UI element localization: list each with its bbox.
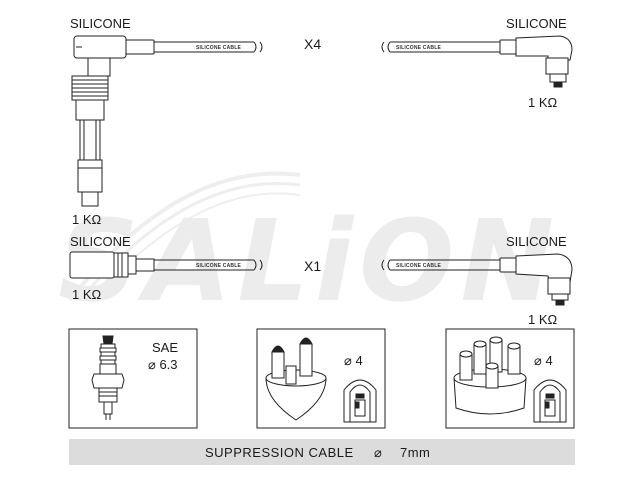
distributor-cap-icon-1 <box>265 337 327 421</box>
spark-plug-standard: SAE <box>152 340 178 355</box>
suppression-cable-banner: SUPPRESSION CABLE ⌀ 7mm <box>69 439 575 465</box>
spark-plug-icon <box>91 335 125 420</box>
terminal-section-icon-1 <box>343 379 377 423</box>
spark-plug-box: SAE ⌀ 6.3 <box>68 328 198 429</box>
lead-top-quantity: X4 <box>304 36 321 52</box>
lead-top-left-resistance: 1 KΩ <box>72 212 102 227</box>
lead-top-left-cable: SILICONE CABLE <box>154 41 263 53</box>
lead-top: SILICONE SILICONE X4 1 KΩ <box>70 16 573 227</box>
lead-top-right-label: SILICONE <box>506 16 567 31</box>
lead-top-right-resistance: 1 KΩ <box>528 95 558 110</box>
lead-bottom: SILICONE SILICONE X1 1 KΩ SILICONE CABLE <box>69 234 573 327</box>
lead-bottom-quantity: X1 <box>304 258 321 274</box>
lead-top-left-cable-print: SILICONE CABLE <box>196 45 241 51</box>
lead-top-right-boot <box>499 35 573 88</box>
lead-top-left-label: SILICONE <box>70 16 131 31</box>
lead-bottom-left-boot <box>69 251 155 279</box>
lead-top-right-cable: SILICONE CABLE <box>381 41 500 53</box>
distributor-cap-1-diameter: ⌀ 4 <box>344 353 363 368</box>
banner-label: SUPPRESSION CABLE <box>205 445 354 460</box>
watermark: SALiON <box>58 171 554 327</box>
lead-bottom-right-label: SILICONE <box>506 234 567 249</box>
banner-diameter-symbol: ⌀ <box>374 445 382 460</box>
lead-bottom-right-boot <box>499 253 573 306</box>
lead-bottom-right-cable: SILICONE CABLE <box>381 259 500 271</box>
distributor-cap-2-diameter: ⌀ 4 <box>534 353 553 368</box>
banner-value: 7mm <box>400 445 430 460</box>
lead-bottom-left-label: SILICONE <box>70 234 131 249</box>
lead-bottom-left-resistance: 1 KΩ <box>72 287 102 302</box>
distributor-cap-icon-2 <box>453 336 527 415</box>
lead-top-right-cable-print: SILICONE CABLE <box>396 45 441 51</box>
distributor-cap-box-1: ⌀ 4 <box>256 328 386 429</box>
lead-bottom-right-cable-print: SILICONE CABLE <box>396 263 441 269</box>
spark-plug-diameter: ⌀ 6.3 <box>148 357 178 372</box>
lead-bottom-left-cable-print: SILICONE CABLE <box>196 263 241 269</box>
lead-bottom-left-cable: SILICONE CABLE <box>154 259 263 271</box>
terminal-section-icon-2 <box>533 379 567 423</box>
lead-top-left-boot <box>71 35 155 207</box>
distributor-cap-box-2: ⌀ 4 <box>445 328 575 429</box>
lead-bottom-right-resistance: 1 KΩ <box>528 312 558 327</box>
